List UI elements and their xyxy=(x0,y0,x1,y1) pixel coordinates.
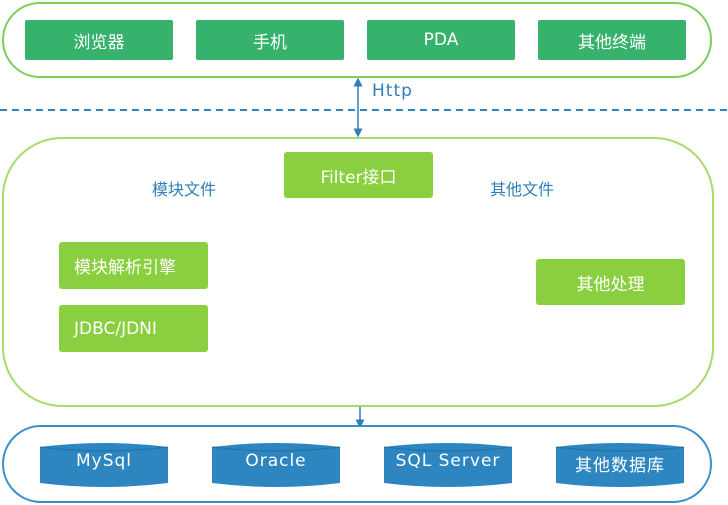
client-mobile: 手机 xyxy=(196,20,344,60)
database-cylinder-icon xyxy=(556,443,684,487)
other-processing-box: 其他处理 xyxy=(536,259,685,305)
database-label: 其他数据库 xyxy=(575,456,665,476)
jdbc-box: JDBC/JDNI xyxy=(59,305,208,352)
database-oracle: Oracle xyxy=(212,441,340,489)
filter-interface-box: Filter接口 xyxy=(284,152,433,198)
database-cylinder-icon xyxy=(384,443,512,487)
module-files-label: 模块文件 xyxy=(152,180,217,199)
database-cylinder-icon xyxy=(40,443,168,487)
database-label: MySql xyxy=(75,451,133,471)
module-engine-box: 模块解析引擎 xyxy=(59,242,208,289)
database-mysql: MySql xyxy=(40,441,168,489)
database-other: 其他数据库 xyxy=(556,441,684,489)
database-sql-server: SQL Server xyxy=(384,441,512,489)
other-files-label: 其他文件 xyxy=(490,180,555,199)
http-label: Http xyxy=(372,81,413,101)
database-label: SQL Server xyxy=(395,451,501,471)
client-other-terminal: 其他终端 xyxy=(538,20,686,60)
database-label: Oracle xyxy=(245,451,307,471)
client-pda: PDA xyxy=(367,20,515,60)
client-browser: 浏览器 xyxy=(25,20,173,60)
database-cylinder-icon xyxy=(212,443,340,487)
